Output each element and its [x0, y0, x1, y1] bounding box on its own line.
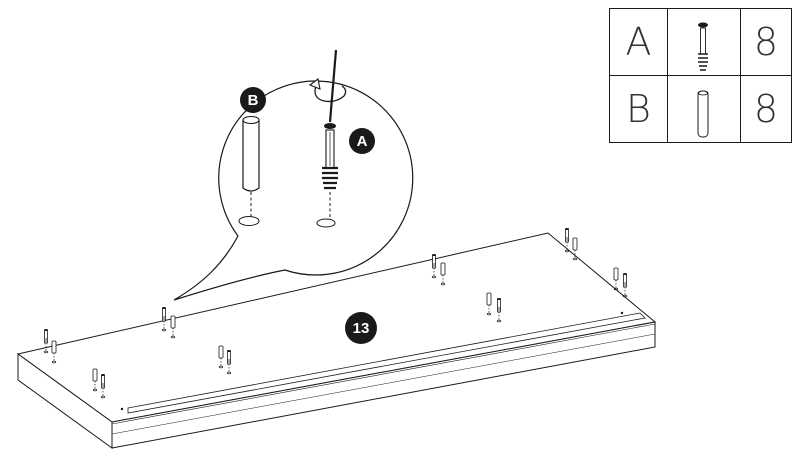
dowel-fitting [613, 267, 619, 291]
detail-callout-bubble [173, 49, 414, 301]
screwdriver-icon [308, 49, 347, 123]
part-quantity: 8 [740, 75, 792, 143]
callout-dowel [238, 115, 260, 226]
cam-bolt-icon [667, 8, 741, 76]
panel-board [16, 232, 657, 449]
part-letter: B [609, 75, 668, 143]
parts-list-table: A 8 B 8 [609, 8, 792, 143]
parts-row-b: B 8 [609, 75, 792, 143]
part-quantity: 8 [740, 8, 792, 76]
part-b-badge: B [240, 87, 266, 113]
wooden-dowel-icon [667, 75, 741, 143]
part-a-badge: A [349, 128, 375, 154]
step-number-badge: 13 [345, 312, 377, 344]
parts-row-a: A 8 [609, 8, 792, 76]
panel-groove [127, 312, 646, 414]
cam-bolt-fitting [622, 272, 628, 298]
callout-cam-bolt [316, 123, 338, 228]
panel-front-edge [111, 321, 656, 449]
part-letter: A [609, 8, 668, 76]
